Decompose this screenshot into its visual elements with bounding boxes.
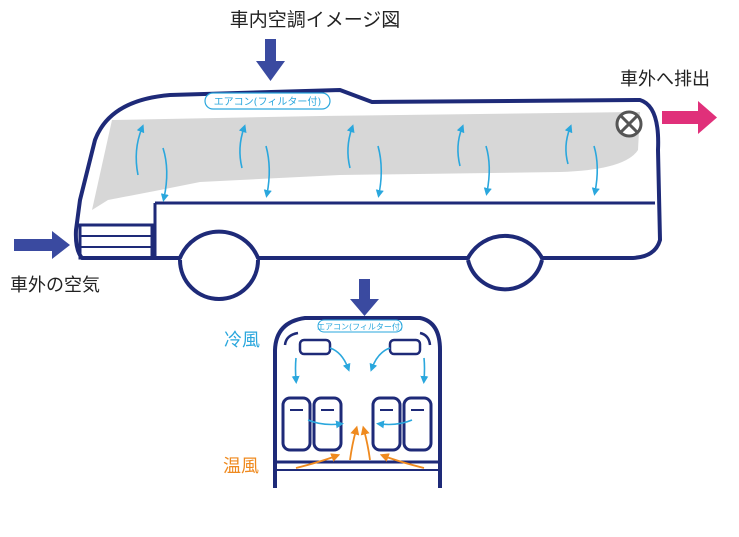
cool-airflow <box>291 347 429 429</box>
cross-section-outline <box>273 316 442 488</box>
aircon-badge-side: エアコン(フィルター付) <box>204 92 331 110</box>
warm-air-label: 温風 <box>223 456 259 477</box>
bus-cross-section <box>273 316 442 488</box>
outside-air-arrow <box>14 231 70 259</box>
airflow-down-2 <box>263 145 272 198</box>
bus-side-view <box>73 88 662 301</box>
airflow-down-3 <box>375 145 384 198</box>
airflow-up-1 <box>135 124 145 176</box>
airflow-up-3 <box>346 124 355 169</box>
airflow-down-1 <box>160 147 169 202</box>
cabin-air-area <box>92 112 640 210</box>
warm-airflow <box>295 425 425 469</box>
seats <box>281 396 433 452</box>
exhaust-arrow <box>662 101 717 134</box>
intake-arrow-section <box>350 279 379 316</box>
aircon-badge-side-label: エアコン(フィルター付) <box>214 95 322 108</box>
front-wheel <box>178 259 260 301</box>
airflow-down-5 <box>591 145 600 196</box>
rear-wheel <box>466 259 544 292</box>
seat-right-outer <box>402 396 433 452</box>
seat-left-outer <box>281 396 312 452</box>
airflow-up-5 <box>564 124 573 165</box>
airflow-up-4 <box>456 124 465 167</box>
aircon-badge-section: エアコン(フィルター付) <box>317 319 403 333</box>
diagram-title: 車内空調イメージ図 <box>230 9 401 31</box>
aircon-badge-section-label: エアコン(フィルター付) <box>317 322 403 332</box>
exhaust-fan-icon <box>615 110 643 138</box>
exhaust-label: 車外へ排出 <box>620 69 710 90</box>
intake-arrow-top <box>256 39 285 81</box>
airflow-up-2 <box>238 124 247 169</box>
side-airflow-group <box>135 124 600 202</box>
airflow-down-4 <box>483 145 492 196</box>
outside-air-label: 車外の空気 <box>10 275 100 296</box>
cool-air-label: 冷風 <box>224 330 260 351</box>
bus-body <box>73 88 662 260</box>
